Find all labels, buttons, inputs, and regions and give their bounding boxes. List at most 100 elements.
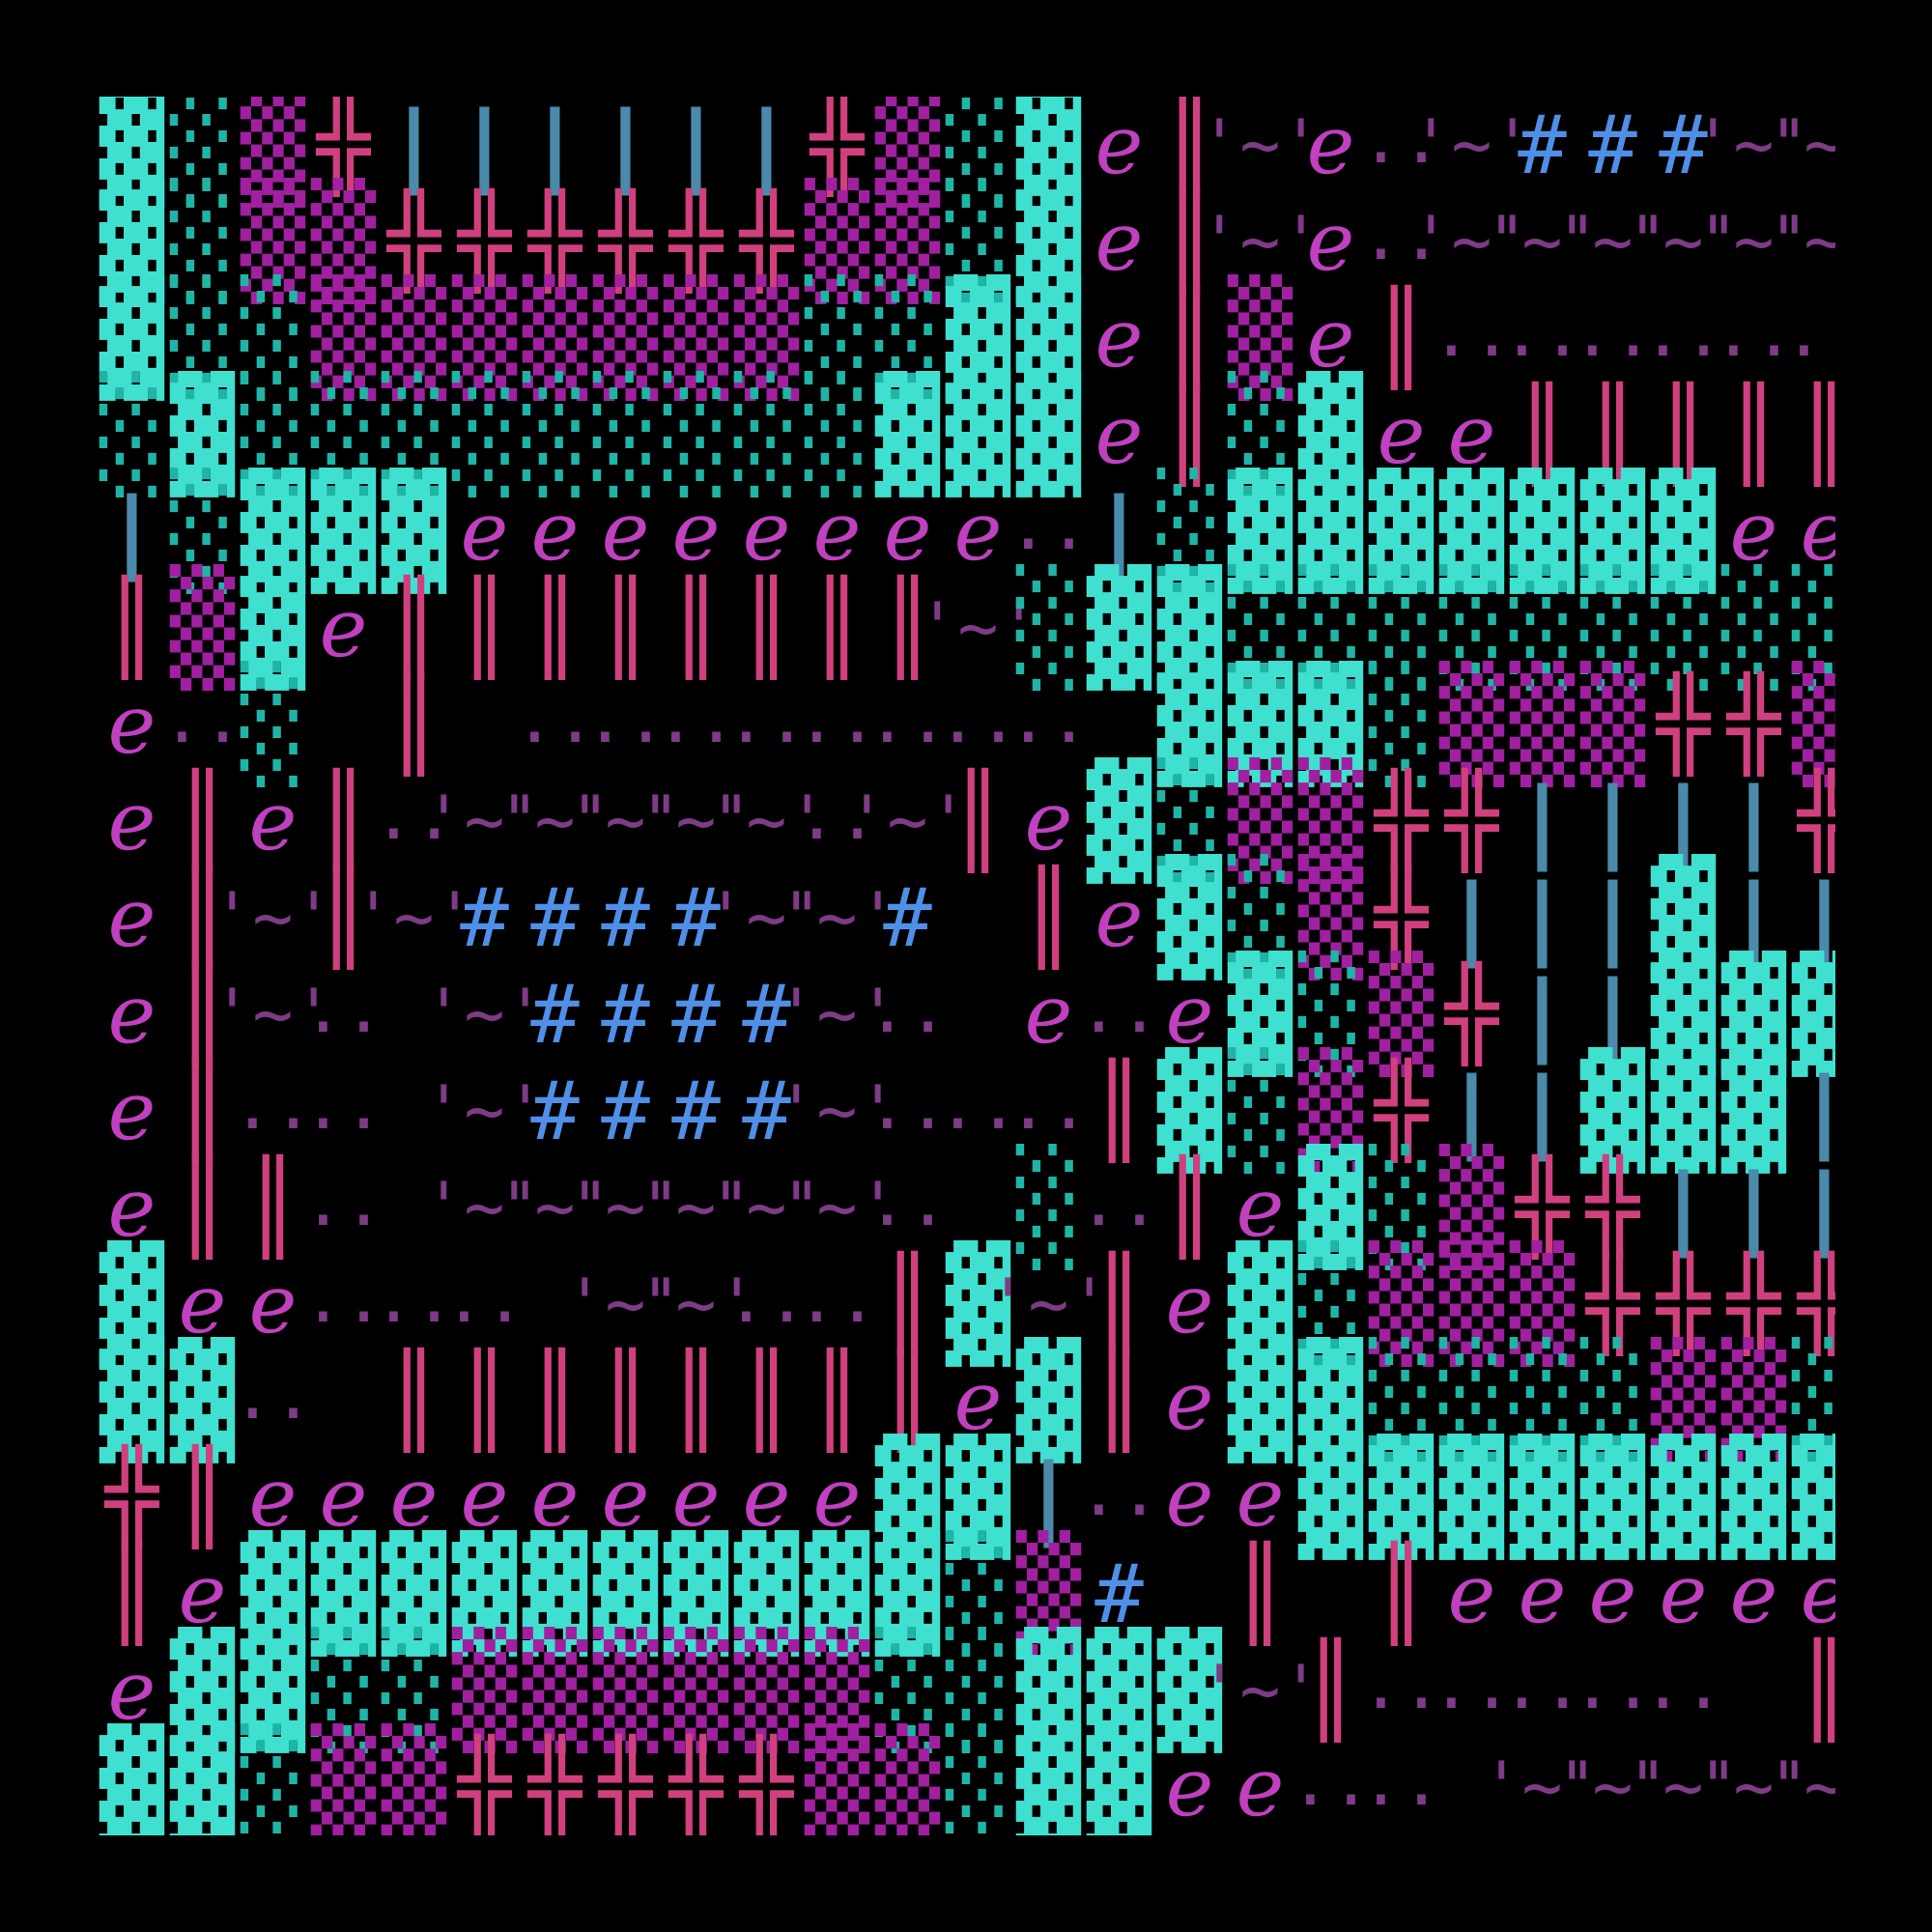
- bracket-bar-icon: |: [1515, 769, 1570, 872]
- teal-dot-block-icon: ░: [240, 275, 306, 401]
- eye-glyph-icon: ℯ: [460, 484, 509, 579]
- dense-block-icon: ▓: [945, 372, 1011, 497]
- magenta-dot-block-icon: ▒: [874, 1724, 941, 1835]
- double-dot-icon: ..: [796, 1259, 878, 1338]
- double-dot-icon: ..: [1713, 293, 1795, 372]
- dense-block-icon: ▓: [169, 1628, 236, 1753]
- dense-block-icon: ▓: [1650, 1435, 1717, 1560]
- magenta-dot-block-icon: ▒: [1650, 1338, 1717, 1463]
- double-cross-icon: ╬: [1585, 1155, 1640, 1259]
- bracket-bar-icon: |: [598, 97, 653, 196]
- dense-block-icon: ▓: [1086, 758, 1152, 884]
- glyph-row: ░▓░░░░░░░░░▓▓▓ℯ║░▓ℯℯ║║║║║║║: [97, 372, 1835, 497]
- eye-glyph-icon: ℯ: [1800, 484, 1835, 579]
- bracket-bar-icon: |: [1797, 1059, 1835, 1162]
- eye-glyph-icon: ℯ: [1518, 1547, 1567, 1641]
- magenta-dot-block-icon: ▒: [1791, 662, 1835, 787]
- double-cross-icon: ╬: [1726, 1252, 1781, 1355]
- double-bar-icon: ║: [1656, 383, 1711, 486]
- double-dot-icon: ..: [1008, 1065, 1090, 1145]
- dense-block-icon: ▓: [1368, 469, 1435, 594]
- dense-block-icon: ▓: [1156, 1048, 1223, 1174]
- double-cross-icon: ╬: [457, 189, 512, 293]
- dense-block-icon: ▓: [592, 1531, 659, 1657]
- teal-dot-block-icon: ░: [169, 469, 236, 594]
- dense-block-icon: ▓: [522, 1531, 588, 1657]
- eye-glyph-icon: ℯ: [107, 1643, 156, 1738]
- tilde-quote-icon: '~': [776, 1071, 898, 1151]
- magenta-dot-block-icon: ▒: [1227, 758, 1293, 884]
- double-bar-icon: ║: [386, 672, 441, 776]
- eye-glyph-icon: ℯ: [1165, 1353, 1214, 1448]
- hash-icon: #: [671, 870, 721, 965]
- teal-dot-block-icon: ░: [663, 372, 729, 497]
- eye-glyph-icon: ℯ: [107, 1064, 156, 1158]
- dense-block-icon: ▓: [1227, 952, 1293, 1077]
- eye-glyph-icon: ℯ: [178, 1257, 227, 1351]
- hash-icon: #: [530, 870, 580, 965]
- double-bar-icon: ║: [1092, 1059, 1147, 1162]
- bracket-bar-icon: |: [1515, 1059, 1570, 1162]
- dense-block-icon: ▓: [310, 1531, 377, 1657]
- double-dot-icon: ..: [232, 1355, 314, 1435]
- dense-block-icon: ▓: [1509, 469, 1576, 594]
- magenta-dot-block-icon: ▒: [310, 275, 377, 401]
- dense-block-icon: ▓: [945, 1435, 1011, 1560]
- eye-glyph-icon: ℯ: [1094, 870, 1144, 965]
- double-dot-icon: ..: [1431, 1645, 1513, 1724]
- magenta-dot-block-icon: ▒: [1438, 1145, 1505, 1270]
- magenta-dot-block-icon: ▒: [240, 97, 306, 208]
- eye-glyph-icon: ℯ: [248, 774, 298, 868]
- double-bar-icon: ║: [316, 866, 371, 969]
- teal-dot-block-icon: ░: [1579, 1338, 1646, 1463]
- magenta-dot-block-icon: ▒: [592, 1628, 659, 1753]
- dense-block-icon: ▓: [310, 469, 377, 594]
- tilde-quote-icon: '~': [776, 878, 898, 957]
- double-dot-icon: ..: [937, 1065, 1019, 1145]
- eye-glyph-icon: ℯ: [1800, 1547, 1835, 1641]
- eye-glyph-icon: ℯ: [1024, 967, 1073, 1062]
- teal-dot-block-icon: ░: [240, 1724, 306, 1835]
- teal-dot-block-icon: ░: [804, 275, 870, 401]
- bracket-bar-icon: |: [739, 97, 794, 196]
- magenta-dot-block-icon: ▒: [592, 275, 659, 401]
- hash-icon: #: [530, 967, 580, 1062]
- eye-glyph-icon: ℯ: [319, 581, 368, 675]
- eye-glyph-icon: ℯ: [107, 870, 156, 965]
- eye-glyph-icon: ℯ: [671, 1450, 721, 1545]
- glyph-row: ℯ║║..'~''~''~''~''~''~'..░..║ℯ▓░▒╬╬|||||…: [97, 1145, 1835, 1270]
- teal-dot-block-icon: ░: [1368, 662, 1435, 787]
- dense-block-icon: ▓: [874, 1435, 941, 1560]
- eye-glyph-icon: ℯ: [883, 484, 932, 579]
- eye-glyph-icon: ℯ: [460, 1450, 509, 1545]
- dense-block-icon: ▓: [1015, 1338, 1082, 1463]
- tilde-quote-icon: '~': [1199, 105, 1321, 185]
- double-bar-icon: ║: [1374, 286, 1429, 389]
- teal-dot-block-icon: ░: [733, 372, 800, 497]
- dense-block-icon: ▓: [663, 1531, 729, 1657]
- eye-glyph-icon: ℯ: [671, 484, 721, 579]
- bracket-bar-icon: |: [1444, 866, 1499, 969]
- double-bar-icon: ║: [1162, 383, 1217, 486]
- double-bar-icon: ║: [457, 576, 512, 679]
- double-dot-icon: ..: [373, 1259, 455, 1338]
- teal-dot-block-icon: ░: [945, 179, 1011, 304]
- eye-glyph-icon: ℯ: [601, 1450, 650, 1545]
- double-dot-icon: ..: [867, 679, 949, 758]
- teal-dot-block-icon: ░: [310, 372, 377, 497]
- dense-block-icon: ▓: [804, 1531, 870, 1657]
- eye-glyph-icon: ℯ: [742, 484, 791, 579]
- bracket-bar-icon: |: [1797, 866, 1835, 969]
- magenta-dot-block-icon: ▒: [1368, 952, 1435, 1077]
- tilde-quote-icon: '~': [705, 781, 828, 861]
- dense-block-icon: ▓: [1086, 565, 1152, 691]
- double-dot-icon: ..: [514, 679, 596, 758]
- magenta-dot-block-icon: ▒: [1509, 1241, 1576, 1367]
- double-cross-icon: ╬: [668, 189, 724, 293]
- hash-icon: #: [742, 1064, 791, 1158]
- teal-dot-block-icon: ░: [310, 1628, 377, 1753]
- dense-block-icon: ▓: [1156, 855, 1223, 980]
- eye-glyph-icon: ℯ: [107, 967, 156, 1062]
- bracket-bar-icon: |: [1656, 769, 1711, 872]
- double-bar-icon: ║: [245, 1155, 300, 1259]
